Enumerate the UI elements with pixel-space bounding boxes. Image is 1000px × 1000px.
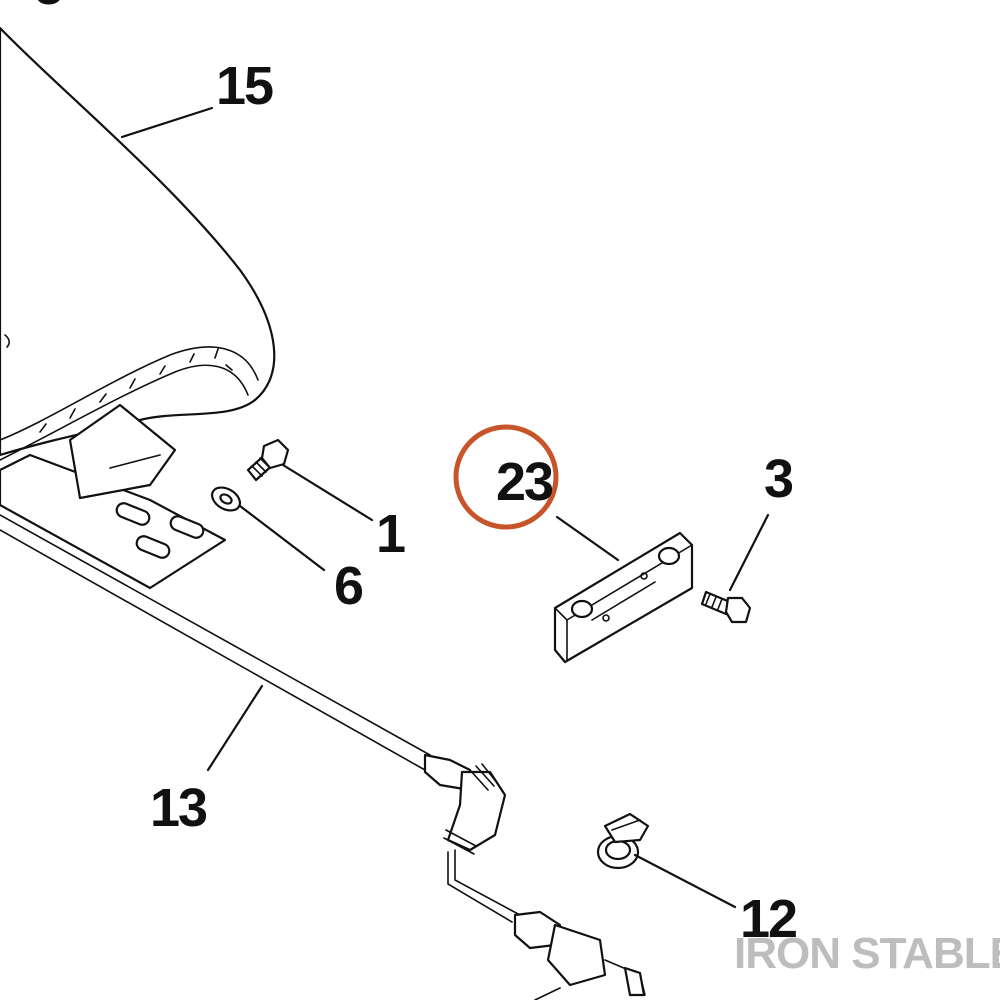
clamp-12 xyxy=(596,812,650,870)
callout-3: 3 xyxy=(764,449,793,509)
callout-15: 15 xyxy=(216,56,273,116)
leader-12 xyxy=(633,853,737,909)
washer-6 xyxy=(210,486,242,512)
highlight-circle xyxy=(453,424,559,530)
bolt-1 xyxy=(246,438,290,482)
callout-12: 12 xyxy=(740,889,796,949)
leader-1 xyxy=(281,463,374,522)
callout-6: 6 xyxy=(334,556,363,616)
callout-1: 1 xyxy=(376,504,405,564)
bolt-3 xyxy=(700,590,752,624)
watermark: IRON STABLE xyxy=(734,929,1000,978)
callout-13: 13 xyxy=(150,778,207,838)
plate-23 xyxy=(553,531,694,664)
callout-23: 23 xyxy=(496,452,553,512)
leader-13 xyxy=(206,684,264,772)
callout-top: 5 xyxy=(34,0,63,16)
leader-23 xyxy=(555,515,620,562)
leader-15 xyxy=(120,106,214,139)
leader-lines xyxy=(120,106,770,909)
vent-hose-13 xyxy=(0,514,646,1000)
leader-6 xyxy=(238,504,326,572)
leader-3 xyxy=(728,513,770,592)
mounting-bracket xyxy=(0,403,227,590)
